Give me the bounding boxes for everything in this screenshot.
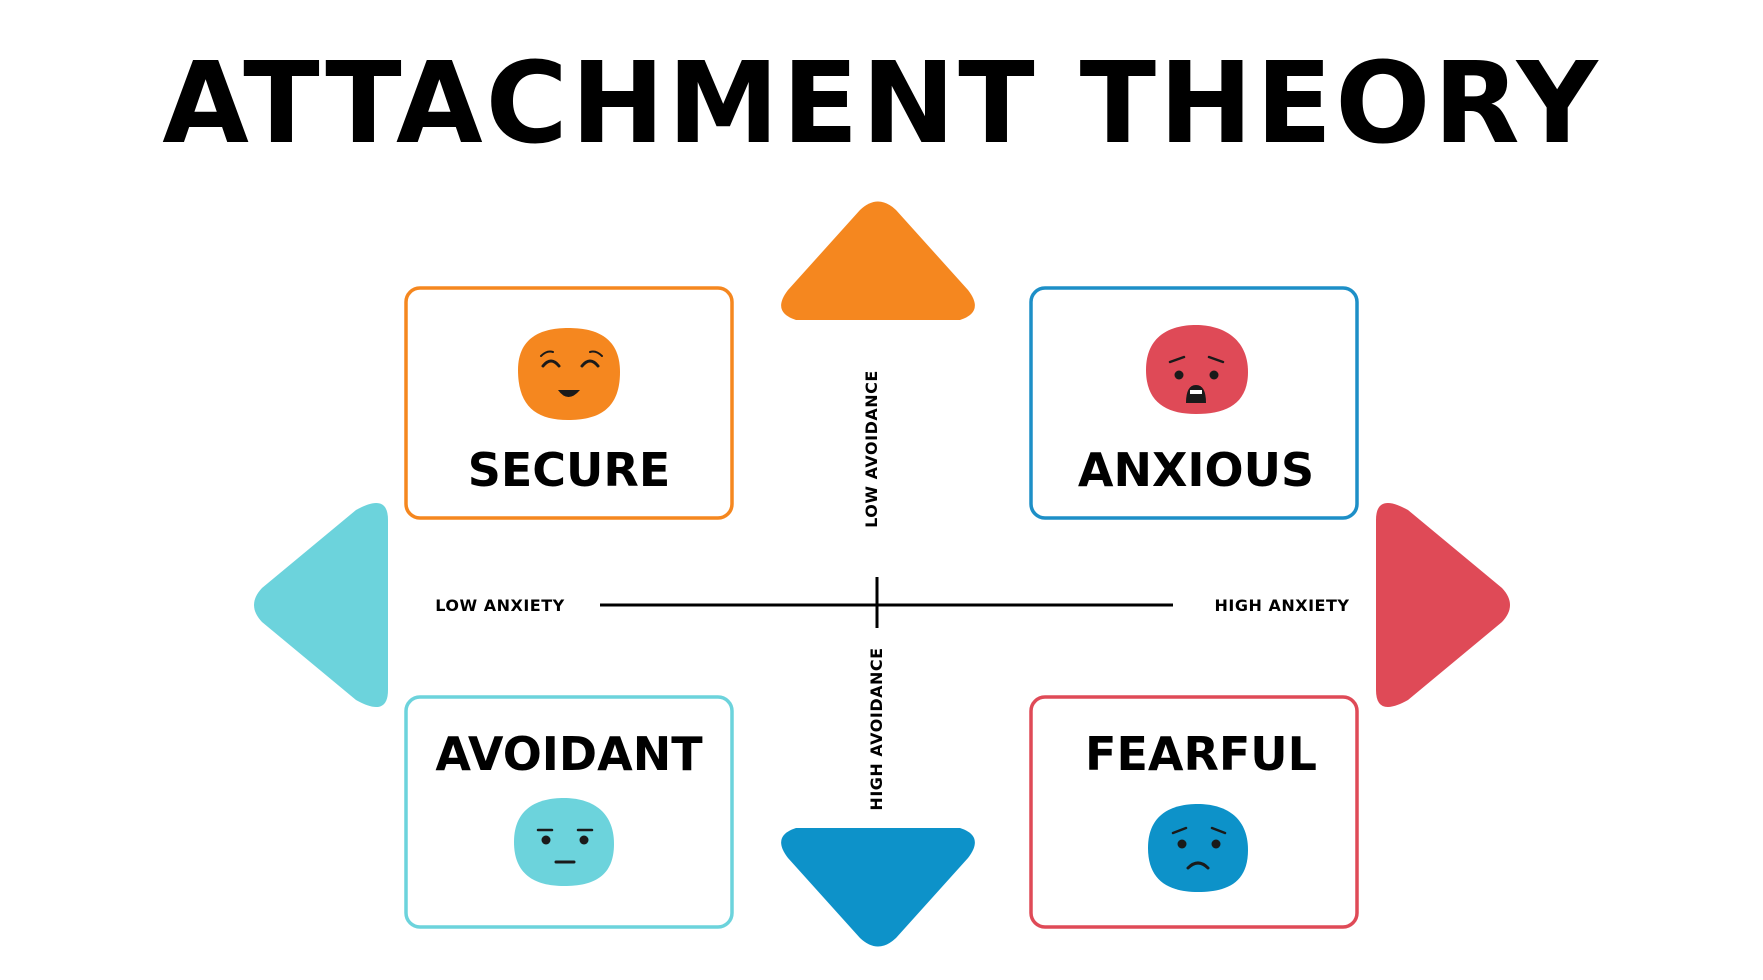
arrow-up [781, 201, 975, 320]
secure-label: SECURE [468, 443, 671, 497]
secure-card: SECURE [404, 286, 734, 520]
arrow-down [781, 828, 975, 947]
page-title: ATTACHMENT THEORY [162, 39, 1601, 169]
fearful-label: FEARFUL [1085, 727, 1317, 781]
avoidant-card: AVOIDANT [404, 695, 734, 929]
arrow-right [1376, 502, 1510, 708]
arrow-left [254, 502, 388, 708]
anxious-label: ANXIOUS [1078, 443, 1314, 497]
low-avoidance-label: LOW AVOIDANCE [862, 370, 881, 528]
distressed-face-icon [1146, 325, 1248, 414]
low-anxiety-label: LOW ANXIETY [435, 596, 564, 615]
anxious-card: ANXIOUS [1029, 286, 1359, 520]
neutral-face-icon [514, 798, 614, 886]
high-avoidance-label: HIGH AVOIDANCE [867, 647, 886, 810]
worried-face-icon [1148, 804, 1248, 892]
fearful-card: FEARFUL [1029, 695, 1359, 929]
high-anxiety-label: HIGH ANXIETY [1215, 596, 1350, 615]
avoidant-label: AVOIDANT [435, 727, 703, 781]
happy-face-icon [518, 328, 620, 420]
